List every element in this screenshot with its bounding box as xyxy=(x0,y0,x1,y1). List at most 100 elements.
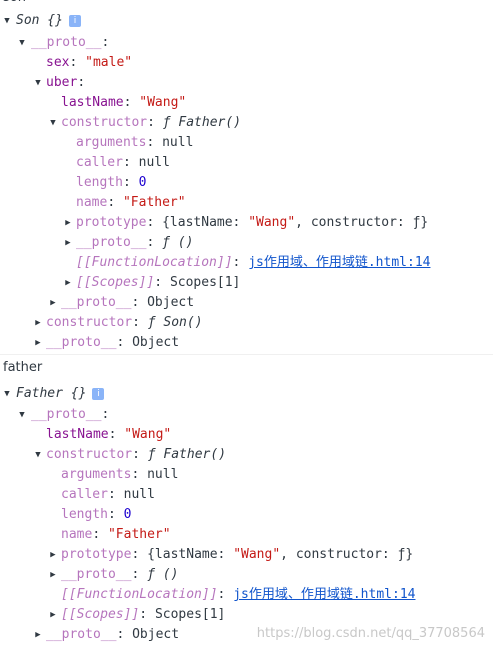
collapsed-arrow-icon[interactable]: ▶ xyxy=(35,338,41,348)
top-label: son xyxy=(3,0,26,8)
father-prototype-row[interactable]: ▶ prototype: {lastName: "Wang", construc… xyxy=(0,545,493,565)
son-root-label: Son {} xyxy=(16,13,63,28)
proto-fn-value: ƒ () xyxy=(147,567,179,582)
son-proto-row[interactable]: ▼ __proto__: xyxy=(0,33,493,53)
collapsed-arrow-icon[interactable]: ▶ xyxy=(50,570,56,580)
collapsed-arrow-icon[interactable]: ▶ xyxy=(50,550,56,560)
info-icon[interactable]: i xyxy=(68,14,81,27)
proto-fn-value: ƒ () xyxy=(162,235,194,250)
proto-object-key: __proto__ xyxy=(46,627,117,642)
length-value: 0 xyxy=(138,175,147,190)
expanded-arrow-icon[interactable]: ▼ xyxy=(4,16,10,26)
arguments-key: arguments xyxy=(76,135,147,150)
proto-key: __proto__ xyxy=(31,35,102,50)
uber-proto-row[interactable]: ▶ __proto__: Object xyxy=(0,293,493,313)
expanded-arrow-icon[interactable]: ▼ xyxy=(35,450,41,460)
expanded-arrow-icon[interactable]: ▼ xyxy=(19,38,25,48)
watermark: https://blog.csdn.net/qq_37708564 xyxy=(256,626,485,641)
proto-object-value: Object xyxy=(132,627,180,642)
son-proto-object-key: __proto__ xyxy=(46,335,117,350)
expanded-arrow-icon[interactable]: ▼ xyxy=(35,78,41,88)
father-proto-fn-row[interactable]: ▶ __proto__: ƒ () xyxy=(0,565,493,585)
sex-row: sex: "male" xyxy=(46,55,133,70)
uber-row[interactable]: ▼ uber: xyxy=(0,73,493,93)
constructor-key: constructor xyxy=(46,447,133,462)
prototype-key: prototype xyxy=(61,547,132,562)
son-proto-object-row[interactable]: ▶ __proto__: Object xyxy=(0,333,493,353)
scopes-value: Scopes[1] xyxy=(154,607,226,622)
name-row: name: "Father" xyxy=(76,195,186,210)
father-root-label: Father {} xyxy=(16,386,87,401)
collapsed-arrow-icon[interactable]: ▶ xyxy=(35,630,41,640)
length-row: length: 0 xyxy=(76,175,147,190)
proto-fn-key: __proto__ xyxy=(76,235,147,250)
father-scopes-row[interactable]: ▶ [[Scopes]]: Scopes[1] xyxy=(0,605,493,625)
prototype-value-post: , constructor: ƒ} xyxy=(295,215,429,230)
father-constructor-row[interactable]: ▼ constructor: ƒ Father() xyxy=(0,445,493,465)
proto-fn-key: __proto__ xyxy=(61,567,132,582)
collapsed-arrow-icon[interactable]: ▶ xyxy=(35,318,41,328)
function-location-link[interactable]: js作用域、作用域链.html:14 xyxy=(248,255,431,270)
father-arguments-row: arguments: null xyxy=(61,467,179,482)
console-separator xyxy=(0,354,493,355)
prototype-value-pre: {lastName: xyxy=(147,547,234,562)
arguments-value: null xyxy=(162,135,194,150)
caller-value: null xyxy=(138,155,170,170)
constructor-key: constructor xyxy=(61,115,148,130)
scopes-row[interactable]: ▶ [[Scopes]]: Scopes[1] xyxy=(0,273,493,293)
uber-proto-key: __proto__ xyxy=(61,295,132,310)
collapsed-arrow-icon[interactable]: ▶ xyxy=(65,278,71,288)
prototype-value-string: "Wang" xyxy=(248,215,296,230)
scopes-key: [[Scopes]] xyxy=(61,607,140,622)
scopes-value: Scopes[1] xyxy=(169,275,241,290)
father-name-row: name: "Father" xyxy=(61,527,171,542)
constructor-row[interactable]: ▼ constructor: ƒ Father() xyxy=(0,113,493,133)
caller-value: null xyxy=(123,487,155,502)
uber-key: uber xyxy=(46,75,78,90)
caller-key: caller xyxy=(61,487,108,502)
father-proto-object-row[interactable]: ▶ __proto__: Object xyxy=(0,625,493,645)
constructor-value: ƒ Father() xyxy=(147,447,227,462)
prototype-key: prototype xyxy=(76,215,147,230)
father-root-row[interactable]: ▼ Father {} i xyxy=(0,384,493,404)
expanded-arrow-icon[interactable]: ▼ xyxy=(4,389,10,399)
function-location-row: [[FunctionLocation]]: js作用域、作用域链.html:14 xyxy=(76,255,431,270)
prototype-value-pre: {lastName: xyxy=(162,215,249,230)
function-location-link[interactable]: js作用域、作用域链.html:14 xyxy=(233,587,416,602)
lastname-value: "Wang" xyxy=(139,95,187,110)
lastname-key: lastName xyxy=(46,427,109,442)
expanded-arrow-icon[interactable]: ▼ xyxy=(19,410,25,420)
info-icon[interactable]: i xyxy=(92,387,105,400)
collapsed-arrow-icon[interactable]: ▶ xyxy=(50,298,56,308)
father-lastname-row: lastName: "Wang" xyxy=(46,427,172,442)
father-label-row: father xyxy=(0,358,493,378)
collapsed-arrow-icon[interactable]: ▶ xyxy=(65,218,71,228)
function-location-key: [[FunctionLocation]] xyxy=(76,255,233,270)
sex-key: sex xyxy=(46,55,70,70)
expanded-arrow-icon[interactable]: ▼ xyxy=(50,118,56,128)
prototype-row[interactable]: ▶ prototype: {lastName: "Wang", construc… xyxy=(0,213,493,233)
collapsed-arrow-icon[interactable]: ▶ xyxy=(50,610,56,620)
sex-value: "male" xyxy=(85,55,133,70)
lastname-row: lastName: "Wang" xyxy=(61,95,187,110)
father-length-row: length: 0 xyxy=(61,507,132,522)
prototype-value-post: , constructor: ƒ} xyxy=(280,547,414,562)
length-key: length xyxy=(61,507,108,522)
uber-proto-value: Object xyxy=(147,295,195,310)
lastname-key: lastName xyxy=(61,95,124,110)
caller-row: caller: null xyxy=(76,155,170,170)
name-value: "Father" xyxy=(122,195,186,210)
top-label-row: son xyxy=(0,0,493,8)
scopes-key: [[Scopes]] xyxy=(76,275,155,290)
length-value: 0 xyxy=(123,507,132,522)
arguments-value: null xyxy=(147,467,179,482)
father-proto-row[interactable]: ▼ __proto__: xyxy=(0,405,493,425)
son-root-row[interactable]: ▼ Son {} i xyxy=(0,11,493,31)
length-key: length xyxy=(76,175,123,190)
constructor-value: ƒ Father() xyxy=(162,115,242,130)
proto-fn-row[interactable]: ▶ __proto__: ƒ () xyxy=(0,233,493,253)
son-constructor-row[interactable]: ▶ constructor: ƒ Son() xyxy=(0,313,493,333)
collapsed-arrow-icon[interactable]: ▶ xyxy=(65,238,71,248)
name-key: name xyxy=(61,527,93,542)
father-label: father xyxy=(3,360,43,375)
